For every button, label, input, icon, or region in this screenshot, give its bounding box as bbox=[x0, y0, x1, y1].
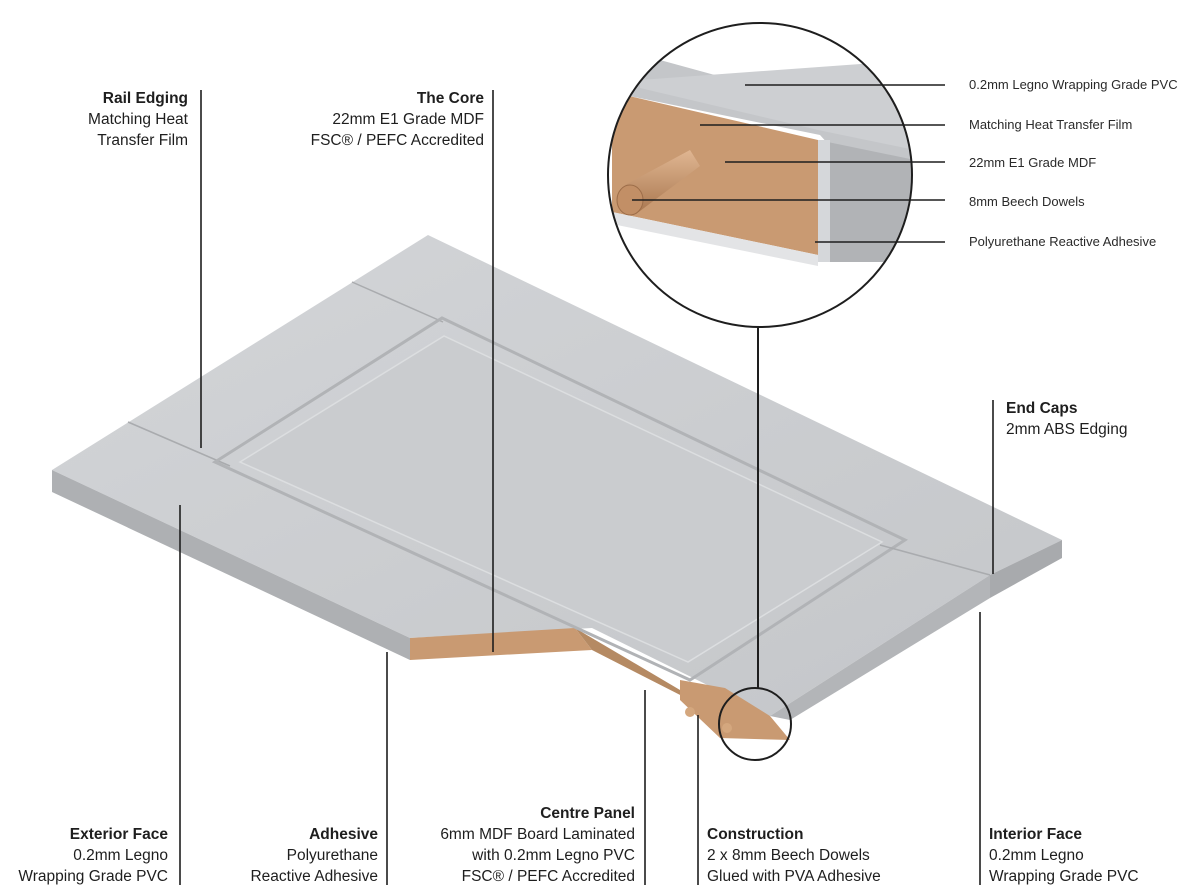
construction-line-1: 2 x 8mm Beech Dowels bbox=[707, 847, 870, 864]
centre-panel-line-3: FSC® / PEFC Accredited bbox=[461, 868, 635, 885]
interior-face-label: Interior Face 0.2mm Legno Wrapping Grade… bbox=[989, 824, 1139, 887]
centre-panel-label: Centre Panel 6mm MDF Board Laminated wit… bbox=[400, 803, 635, 887]
rail-edging-line-1: Matching Heat bbox=[88, 111, 188, 128]
adhesive-label: Adhesive Polyurethane Reactive Adhesive bbox=[220, 824, 378, 887]
end-caps-title: End Caps bbox=[1006, 400, 1078, 417]
adhesive-line-1: Polyurethane bbox=[286, 847, 378, 864]
rail-edging-title: Rail Edging bbox=[102, 90, 188, 107]
door-slab bbox=[52, 235, 1062, 740]
exterior-face-line-1: 0.2mm Legno bbox=[73, 847, 168, 864]
construction-title: Construction bbox=[707, 826, 804, 843]
centre-panel-line-1: 6mm MDF Board Laminated bbox=[440, 826, 635, 843]
the-core-line-2: FSC® / PEFC Accredited bbox=[310, 132, 484, 149]
centre-panel-title: Centre Panel bbox=[540, 805, 635, 822]
callout-pvc: 0.2mm Legno Wrapping Grade PVC bbox=[969, 77, 1178, 92]
callout-dowels: 8mm Beech Dowels bbox=[969, 194, 1085, 209]
leader-lines bbox=[179, 84, 994, 885]
centre-panel-face bbox=[238, 335, 884, 663]
exterior-face-label: Exterior Face 0.2mm Legno Wrapping Grade… bbox=[0, 824, 168, 887]
end-caps-label: End Caps 2mm ABS Edging bbox=[1006, 398, 1127, 440]
the-core-title: The Core bbox=[416, 90, 484, 107]
door-right-edge bbox=[990, 540, 1062, 598]
interior-face-line-1: 0.2mm Legno bbox=[989, 847, 1084, 864]
callout-mdf: 22mm E1 Grade MDF bbox=[969, 155, 1097, 170]
interior-face-title: Interior Face bbox=[989, 826, 1083, 843]
centre-panel-line-2: with 0.2mm Legno PVC bbox=[472, 847, 635, 864]
construction-cut bbox=[680, 680, 790, 740]
callout-adhesive: Polyurethane Reactive Adhesive bbox=[969, 234, 1157, 249]
interior-face-line-2: Wrapping Grade PVC bbox=[989, 868, 1139, 885]
door-interior-edge bbox=[770, 575, 990, 720]
the-core-line-1: 22mm E1 Grade MDF bbox=[332, 111, 484, 128]
exterior-face-title: Exterior Face bbox=[69, 826, 168, 843]
exterior-face-line-2: Wrapping Grade PVC bbox=[18, 868, 168, 885]
core-cut-section bbox=[410, 628, 592, 660]
adhesive-title: Adhesive bbox=[309, 826, 378, 843]
zoom-detail bbox=[608, 23, 912, 327]
construction-label: Construction 2 x 8mm Beech Dowels Glued … bbox=[707, 824, 881, 887]
rail-edging-label: Rail Edging Matching Heat Transfer Film bbox=[60, 88, 188, 151]
zoom-circle bbox=[607, 22, 913, 328]
end-caps-line-1: 2mm ABS Edging bbox=[1006, 421, 1128, 438]
centre-panel-frame bbox=[211, 316, 909, 682]
detail-marker-circle bbox=[718, 687, 792, 761]
callout-heat-film: Matching Heat Transfer Film bbox=[969, 117, 1133, 132]
adhesive-line-2: Reactive Adhesive bbox=[250, 868, 378, 885]
the-core-label: The Core 22mm E1 Grade MDF FSC® / PEFC A… bbox=[290, 88, 484, 151]
door-left-edge bbox=[52, 470, 410, 660]
centre-panel-cut bbox=[575, 628, 690, 700]
construction-line-2: Glued with PVA Adhesive bbox=[707, 868, 881, 885]
rail-edging-line-2: Transfer Film bbox=[97, 132, 188, 149]
